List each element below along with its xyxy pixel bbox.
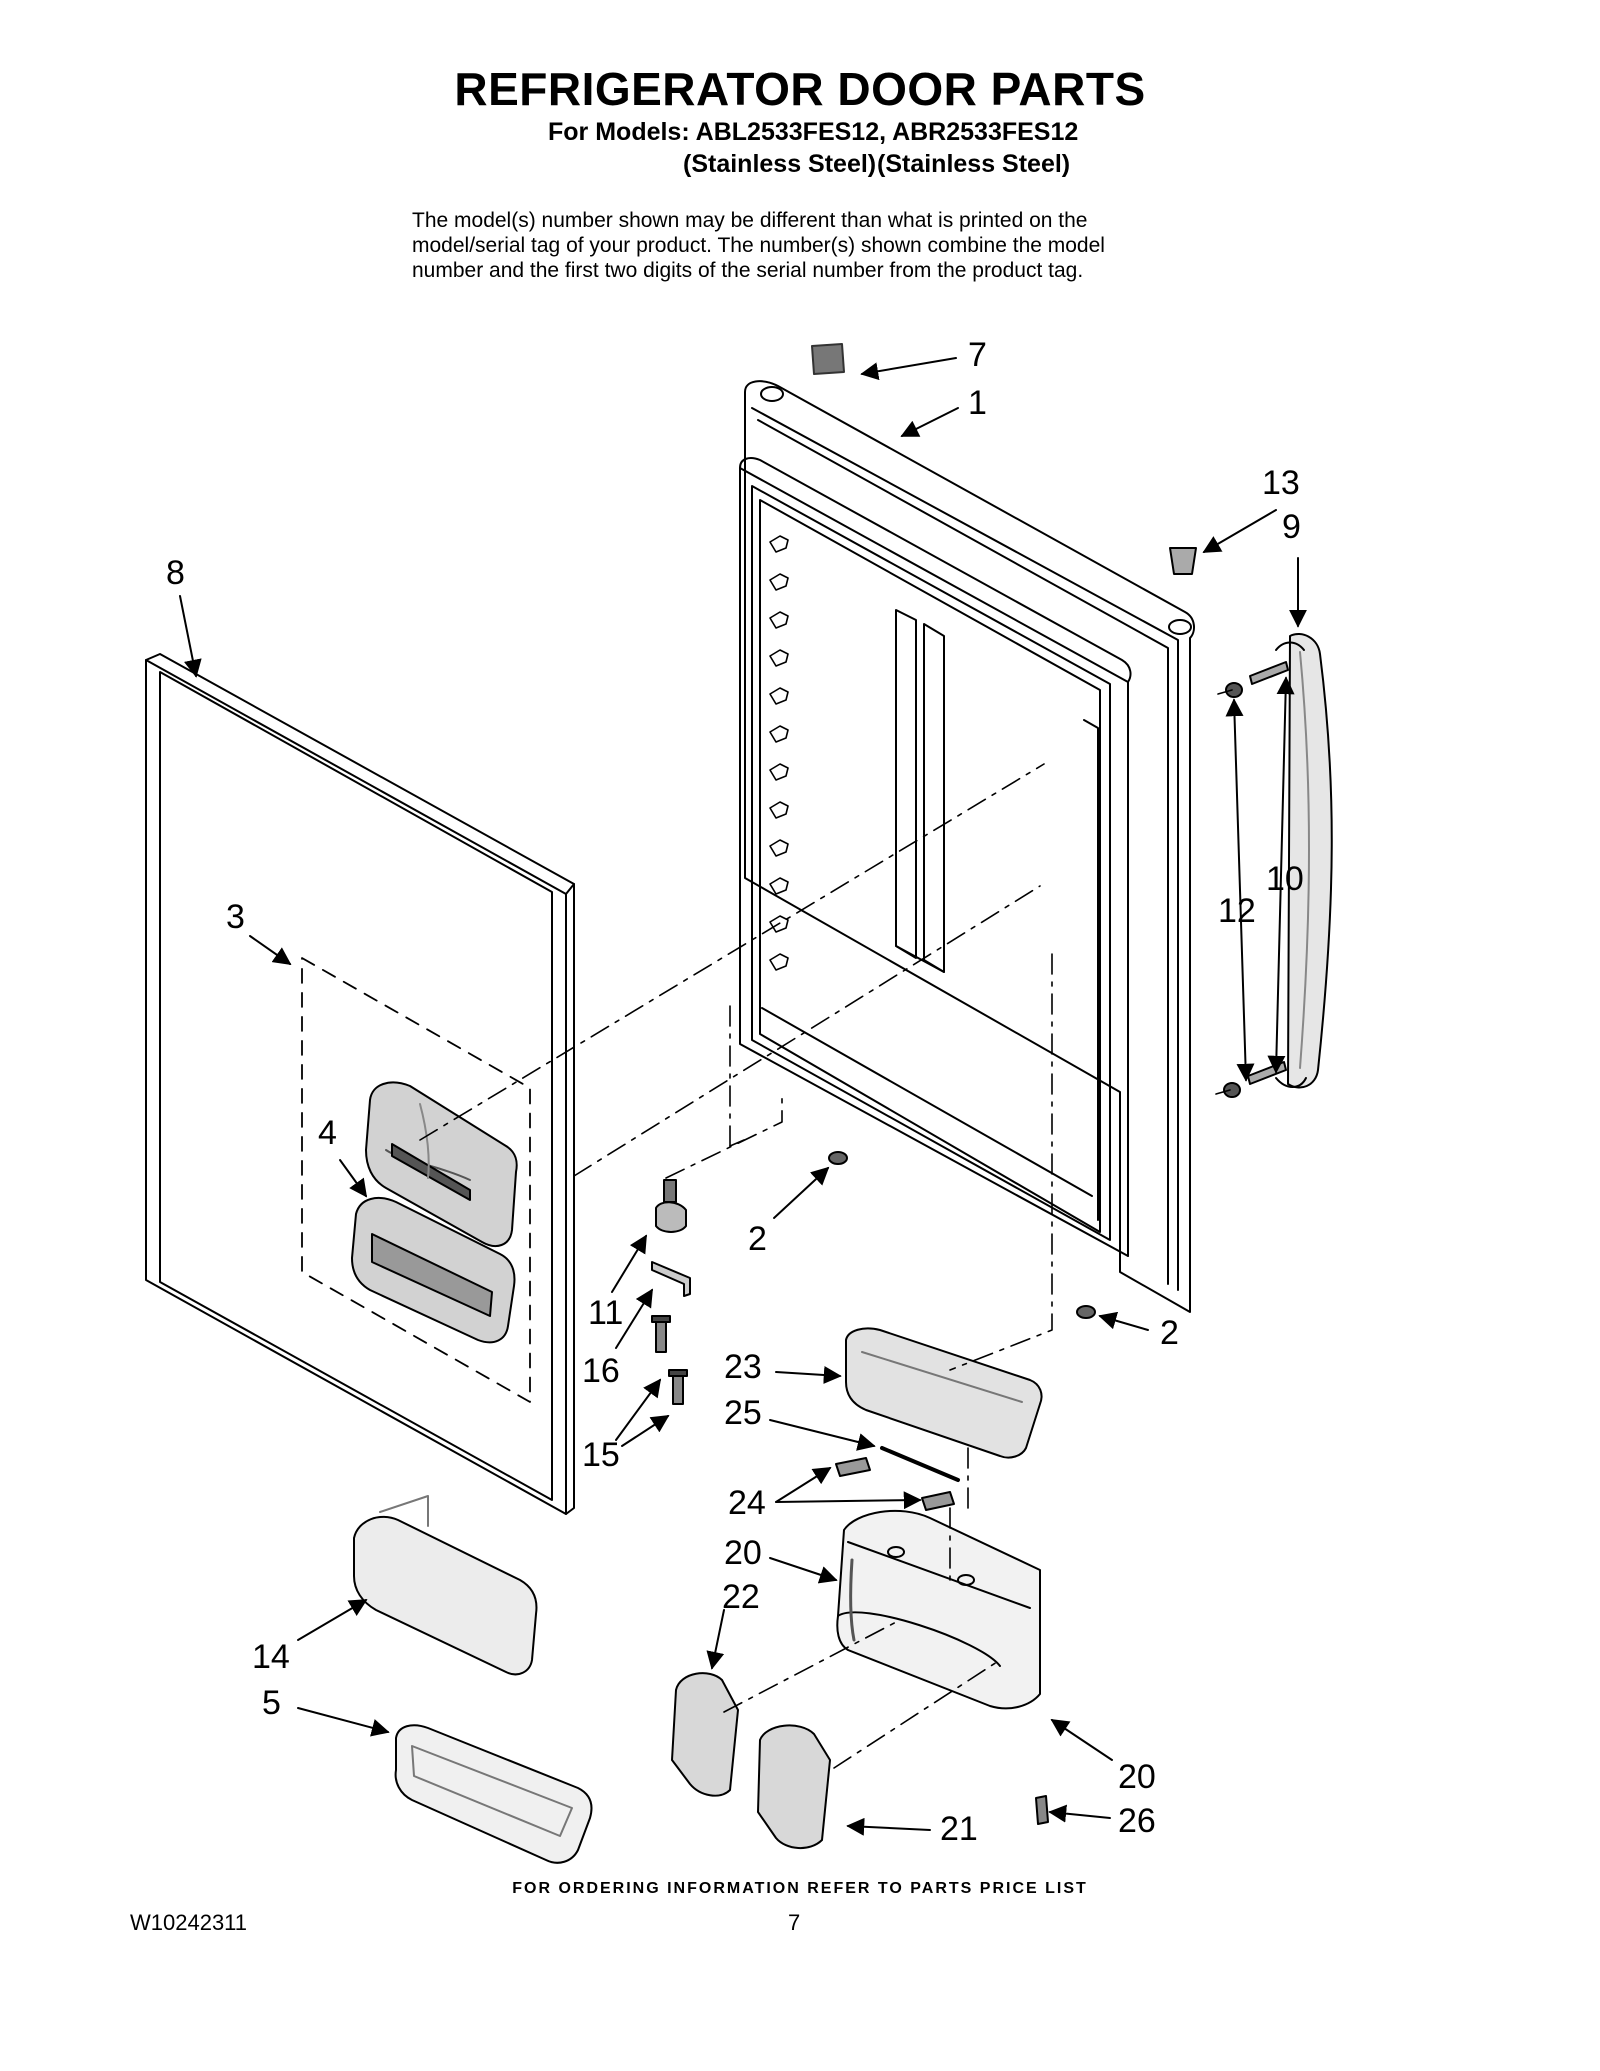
part-4-dispenser-housing bbox=[365, 1081, 518, 1247]
callout-12: 12 bbox=[1218, 892, 1256, 930]
part-11-hinge-cover bbox=[655, 1179, 687, 1233]
intro-line-2: model/serial tag of your product. The nu… bbox=[412, 234, 1105, 257]
callout-4: 4 bbox=[318, 1114, 337, 1152]
callout-11: 11 bbox=[588, 1294, 624, 1332]
part-25-rod bbox=[880, 1446, 960, 1482]
model-numbers: For Models: ABL2533FES12, ABR2533FES12 bbox=[548, 118, 1079, 146]
part-22-left-cover bbox=[671, 1672, 739, 1797]
part-24-clips bbox=[835, 1457, 955, 1511]
callout-9: 9 bbox=[1282, 508, 1301, 546]
part-3-dispenser-outline bbox=[301, 957, 531, 1403]
part-1-door-liner bbox=[739, 380, 1195, 1313]
callout-15: 15 bbox=[582, 1436, 620, 1474]
callout-24: 24 bbox=[728, 1484, 766, 1522]
callout-13: 13 bbox=[1262, 464, 1300, 502]
part-21-right-cover bbox=[757, 1724, 831, 1849]
document-number: W10242311 bbox=[130, 1910, 248, 1935]
callout-20b: 20 bbox=[1118, 1758, 1156, 1796]
callout-16: 16 bbox=[582, 1352, 620, 1390]
callout-7: 7 bbox=[968, 336, 987, 374]
callout-22: 22 bbox=[722, 1578, 760, 1616]
part-7-label-tag bbox=[811, 343, 845, 375]
part-14-lower-bin bbox=[353, 1495, 538, 1676]
callout-20a: 20 bbox=[724, 1534, 762, 1572]
callout-14: 14 bbox=[252, 1638, 290, 1676]
callout-3: 3 bbox=[226, 898, 245, 936]
part-16-hinge-shim bbox=[651, 1261, 691, 1297]
page-title: REFRIGERATOR DOOR PARTS bbox=[454, 63, 1146, 115]
callout-2a: 2 bbox=[748, 1220, 767, 1258]
model-finish-2: (Stainless Steel) bbox=[877, 150, 1071, 178]
callout-5: 5 bbox=[262, 1684, 281, 1722]
alignment-lines bbox=[419, 689, 1233, 1769]
part-12-washers bbox=[1223, 682, 1243, 1098]
part-5-small-bin bbox=[394, 1724, 593, 1864]
part-8-door-gasket bbox=[145, 653, 575, 1515]
page-number: 7 bbox=[788, 1910, 801, 1935]
callout-23: 23 bbox=[724, 1348, 762, 1386]
callout-25: 25 bbox=[724, 1394, 762, 1432]
callout-21: 21 bbox=[940, 1810, 978, 1848]
part-15-screws bbox=[651, 1315, 688, 1405]
callout-8: 8 bbox=[166, 554, 185, 592]
callout-arrows bbox=[179, 357, 1307, 1836]
part-20-bin-frame bbox=[836, 1509, 1041, 1710]
model-finish-1: (Stainless Steel) bbox=[683, 150, 877, 178]
intro-line-1: The model(s) number shown may be differe… bbox=[412, 209, 1088, 232]
part-26-clip bbox=[1035, 1795, 1049, 1825]
part-13-plug bbox=[1169, 547, 1197, 575]
callout-26: 26 bbox=[1118, 1802, 1156, 1840]
part-2-door-stops bbox=[828, 1151, 1096, 1319]
part-9-door-handle bbox=[1275, 633, 1333, 1089]
intro-line-3: number and the first two digits of the s… bbox=[412, 259, 1084, 282]
callout-10: 10 bbox=[1266, 860, 1304, 898]
part-23-door-bin bbox=[845, 1327, 1043, 1459]
callout-1: 1 bbox=[968, 384, 987, 422]
intro-note: The model(s) number shown may be differe… bbox=[412, 208, 1292, 283]
part-4-drip-tray bbox=[351, 1197, 516, 1344]
ordering-note: FOR ORDERING INFORMATION REFER TO PARTS … bbox=[512, 1880, 1088, 1897]
callout-2b: 2 bbox=[1160, 1314, 1179, 1352]
